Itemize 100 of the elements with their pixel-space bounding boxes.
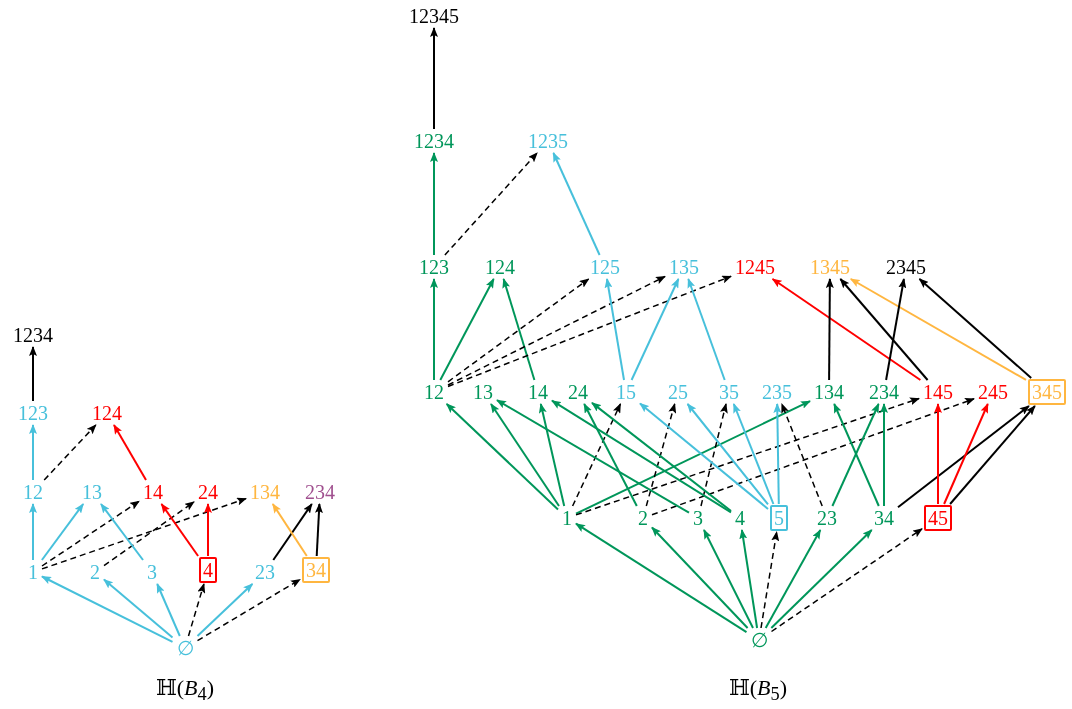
dashed-arrow bbox=[447, 275, 732, 388]
set-label: 13 bbox=[80, 481, 104, 503]
arrow bbox=[897, 405, 1030, 509]
dashed-arrow bbox=[187, 583, 206, 637]
dashed-arrow bbox=[43, 424, 97, 481]
set-label: 1234 bbox=[11, 324, 55, 346]
arrow bbox=[686, 403, 769, 506]
arrow bbox=[496, 399, 690, 514]
set-label: 14 bbox=[141, 481, 165, 503]
dashed-arrow bbox=[700, 403, 728, 507]
boxed-set-label: 345 bbox=[1028, 379, 1066, 405]
arrow bbox=[583, 403, 638, 507]
arrow bbox=[630, 278, 680, 381]
set-label: 1235 bbox=[526, 130, 570, 152]
arrow bbox=[770, 529, 873, 629]
arrow bbox=[880, 403, 888, 507]
boxed-set-label: 34 bbox=[302, 557, 330, 583]
dashed-arrow bbox=[575, 397, 920, 516]
set-label: 3 bbox=[691, 507, 705, 529]
set-label: 145 bbox=[921, 381, 955, 403]
arrow bbox=[575, 522, 748, 634]
arrow bbox=[445, 403, 559, 511]
arrow bbox=[430, 152, 438, 256]
arrow bbox=[687, 278, 726, 381]
set-label: 35 bbox=[717, 381, 741, 403]
arrow bbox=[934, 403, 942, 505]
boxed-set-label: 4 bbox=[199, 557, 217, 583]
set-label: 1345 bbox=[808, 256, 852, 278]
diagram-caption: ℍ(B$_{5}$) bbox=[728, 674, 788, 706]
dashed-arrow bbox=[41, 500, 140, 567]
set-label: 23 bbox=[815, 507, 839, 529]
dashed-arrow bbox=[447, 278, 590, 383]
arrow bbox=[538, 403, 566, 507]
arrow bbox=[430, 27, 438, 130]
arrow bbox=[651, 526, 749, 629]
dashed-arrow bbox=[103, 501, 195, 567]
dashed-arrow bbox=[770, 528, 923, 633]
arrow bbox=[439, 278, 495, 381]
arrow bbox=[839, 278, 929, 381]
dashed-arrow bbox=[41, 497, 247, 570]
set-label: 4 bbox=[733, 507, 747, 529]
arrow bbox=[943, 403, 989, 505]
set-label: 234 bbox=[303, 481, 337, 503]
boxed-set-label: 45 bbox=[924, 505, 952, 531]
arrow bbox=[849, 278, 1027, 381]
diagram-caption: ℍ(B$_{4}$) bbox=[155, 674, 215, 706]
set-label: 23 bbox=[253, 561, 277, 583]
arrow bbox=[639, 402, 769, 510]
set-label: 123 bbox=[417, 256, 451, 278]
arrow bbox=[29, 424, 37, 481]
dashed-arrow bbox=[571, 403, 622, 507]
set-label: 135 bbox=[667, 256, 701, 278]
set-label: 1 bbox=[560, 507, 574, 529]
set-label: ∅ bbox=[174, 637, 196, 659]
arrow bbox=[196, 583, 254, 638]
arrow bbox=[825, 278, 834, 381]
set-label: 234 bbox=[867, 381, 901, 403]
arrow bbox=[739, 529, 759, 629]
set-label: 13 bbox=[471, 381, 495, 403]
arrow bbox=[100, 503, 144, 561]
set-label: 134 bbox=[248, 481, 282, 503]
arrow bbox=[314, 503, 323, 557]
arrow bbox=[949, 405, 1036, 505]
arrow bbox=[604, 278, 625, 381]
arrow bbox=[156, 583, 181, 637]
dashed-arrow bbox=[781, 403, 823, 507]
set-label: ∅ bbox=[748, 629, 770, 651]
arrow bbox=[732, 403, 775, 505]
dashed-arrow bbox=[760, 531, 780, 629]
set-label: 3 bbox=[145, 561, 159, 583]
arrow bbox=[113, 424, 147, 481]
set-label: 125 bbox=[588, 256, 622, 278]
boxed-set-label: 5 bbox=[770, 505, 788, 531]
set-label: 34 bbox=[872, 507, 896, 529]
set-label: 2345 bbox=[884, 256, 928, 278]
arrow bbox=[764, 529, 822, 629]
arrow bbox=[103, 578, 174, 639]
set-label: 2 bbox=[88, 561, 102, 583]
set-label: 24 bbox=[566, 381, 590, 403]
arrow bbox=[490, 403, 560, 507]
arrow bbox=[29, 346, 37, 402]
arrow bbox=[703, 529, 754, 629]
set-label: 12345 bbox=[407, 5, 461, 27]
set-label: 2 bbox=[636, 507, 650, 529]
arrow bbox=[502, 278, 536, 381]
set-label: 1245 bbox=[733, 256, 777, 278]
arrow bbox=[430, 278, 438, 381]
arrow bbox=[29, 503, 37, 561]
arrow bbox=[204, 503, 212, 557]
set-label: 245 bbox=[976, 381, 1010, 403]
set-label: 124 bbox=[90, 402, 124, 424]
arrow bbox=[918, 278, 1033, 379]
arrow bbox=[575, 400, 811, 515]
dashed-arrow bbox=[196, 578, 301, 642]
arrow bbox=[551, 399, 732, 514]
arrow bbox=[160, 503, 200, 557]
set-label: 1 bbox=[26, 561, 40, 583]
set-label: 235 bbox=[760, 381, 794, 403]
set-label: 123 bbox=[16, 402, 50, 424]
set-label: 12 bbox=[21, 481, 45, 503]
